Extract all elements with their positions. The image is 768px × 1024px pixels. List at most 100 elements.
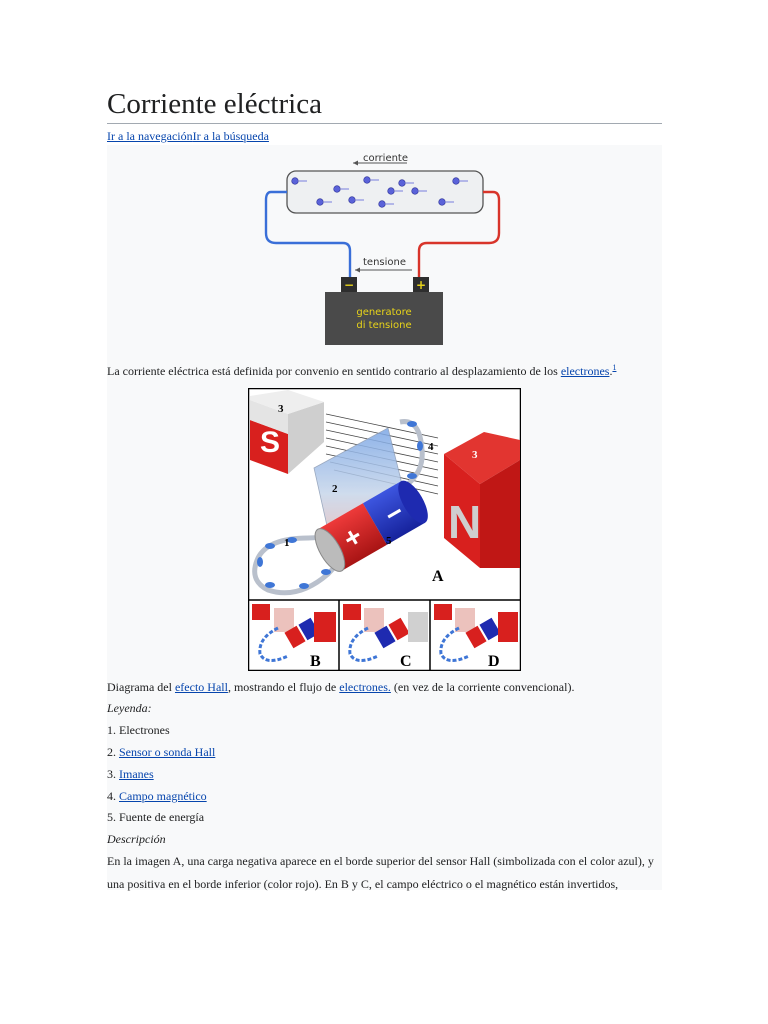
electron (316, 198, 324, 206)
generator-label-line1: generatore (356, 307, 411, 318)
electron (321, 569, 331, 575)
north-magnet-top (444, 432, 520, 484)
negative-terminal (341, 277, 357, 292)
panel-d-magnet-n (434, 604, 452, 620)
label-3-south-magnet: 3 (278, 403, 284, 415)
panel-c-battery-blue (374, 625, 396, 649)
electron (257, 557, 263, 567)
caption-current-period: . (609, 364, 613, 378)
legend-item-magnets: 3. Imanes (107, 767, 154, 781)
electrons-link-2[interactable]: electrones. (339, 680, 391, 694)
panel-b-wire (258, 626, 289, 662)
magnets-link[interactable]: Imanes (119, 767, 154, 781)
voltage-arrowhead (355, 267, 360, 273)
legend-item-hall-sensor: 2. Sensor o sonda Hall (107, 745, 216, 759)
caption-current-text: La corriente eléctrica está definida por… (107, 364, 561, 378)
conductor-tube (286, 170, 484, 214)
north-magnet-front (480, 460, 520, 568)
electron (387, 187, 395, 195)
label-1-electrons: 1 (284, 537, 290, 549)
negative-wire (264, 190, 352, 279)
hall-effect-diagram: S 3 2 1 4 (248, 388, 521, 671)
generator-label-line2: di tensione (356, 320, 411, 331)
legend-item-magnetic-field: 4. Campo magnético (107, 789, 207, 803)
electron (287, 537, 297, 543)
south-magnet-top (250, 400, 288, 434)
panel-b: B (252, 604, 336, 670)
electron (348, 196, 356, 204)
electron (411, 187, 419, 195)
description-line-1: En la imagen A, una carga negativa apare… (107, 854, 654, 868)
panel-d-battery-red (465, 625, 487, 649)
panel-a-label: A (432, 568, 444, 585)
battery: + − (314, 480, 428, 572)
electron (299, 583, 309, 589)
electron (398, 179, 406, 187)
panel-b-magnet-n (314, 612, 336, 642)
magnetic-field-link[interactable]: Campo magnético (119, 789, 207, 803)
panel-c-battery-red (388, 617, 410, 641)
battery-back-cap (398, 480, 428, 524)
voltage-label: tensione (363, 257, 406, 268)
voltage-generator (325, 292, 443, 345)
caption-hall-middle: , mostrando el flujo de (227, 680, 340, 694)
north-pole-label: N (448, 496, 481, 548)
electrons (291, 176, 460, 208)
current-arrowhead (353, 160, 358, 166)
panel-d: D (434, 604, 518, 670)
south-magnet-front (250, 420, 288, 474)
caption-hall-after: (en vez de la corriente convencional). (390, 680, 575, 694)
electron (438, 198, 446, 206)
jump-to-navigation-link[interactable]: Ir a la navegación (107, 129, 193, 143)
electron-trails (299, 179, 468, 205)
hall-sensor-link[interactable]: Sensor o sonda Hall (119, 745, 216, 759)
electrons-link[interactable]: electrones (560, 364, 610, 378)
electron (407, 473, 417, 479)
description-heading: Descripción (107, 832, 166, 846)
electrons (257, 421, 423, 589)
electron (291, 177, 299, 185)
jump-to-search-link[interactable]: Ir a la búsqueda (192, 129, 269, 143)
caption-current: La corriente eléctrica está definida por… (107, 363, 616, 379)
electron (333, 185, 341, 193)
panel-c-wire (348, 626, 379, 662)
electron (452, 177, 460, 185)
north-magnet-left (444, 454, 480, 568)
panel-a: S 3 2 1 4 (250, 390, 520, 596)
description-line-2: una positiva en el borde inferior (color… (107, 877, 619, 891)
panel-b-magnet-s (252, 604, 270, 620)
label-3-north-magnet: 3 (472, 449, 478, 461)
panel-b-battery-red (284, 625, 306, 649)
panel-b-sensor (274, 608, 294, 632)
panel-d-magnet-s (498, 612, 518, 642)
electron (265, 582, 275, 588)
panel-d-wire (439, 626, 470, 662)
panel-c-label: C (400, 653, 412, 670)
panel-c-magnet-n (343, 604, 361, 620)
electron (378, 200, 386, 208)
label-5-power-source: 5 (386, 535, 392, 547)
battery-end-cap (314, 528, 346, 572)
positive-wire (417, 190, 501, 279)
page-title: Corriente eléctrica (107, 88, 322, 120)
panel-c-sensor (364, 608, 384, 632)
label-2-hall-sensor: 2 (332, 483, 338, 495)
label-4-magnetic-field: 4 (428, 441, 434, 453)
negative-sign: − (344, 278, 354, 292)
panel-c-magnet-s (408, 612, 428, 642)
panel-d-battery-blue (479, 617, 501, 641)
south-pole-label: S (260, 426, 280, 459)
hall-effect-link[interactable]: efecto Hall (174, 680, 228, 694)
current-label: corriente (363, 153, 408, 164)
current-diagram: corriente tensione − + (264, 153, 501, 345)
reference-1-link[interactable]: 1 (612, 363, 617, 372)
electron (265, 543, 275, 549)
legend-heading: Leyenda: (107, 701, 152, 715)
jump-links: Ir a la navegaciónIr a la búsqueda (107, 129, 269, 144)
panel-c: C (343, 604, 428, 670)
panel-d-label: D (488, 653, 500, 670)
positive-sign: + (416, 278, 426, 292)
caption-hall-text: Diagrama del (107, 680, 175, 694)
panel-d-sensor (455, 608, 475, 632)
south-magnet-top-face (250, 390, 324, 414)
